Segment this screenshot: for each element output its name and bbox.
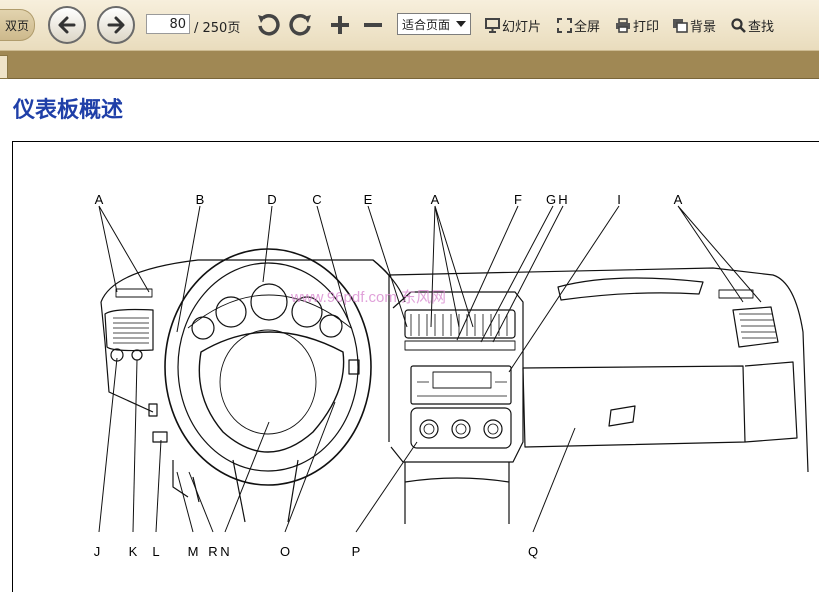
plus-icon — [331, 16, 349, 34]
print-button[interactable]: 打印 — [615, 16, 659, 35]
viewer-toolbar: 双页 / 250页 适合页面 幻灯片 全屏 打印 背景 查找 — [0, 0, 819, 51]
callout-l: L — [152, 544, 159, 559]
page-title: 仪表板概述 — [13, 98, 124, 123]
callout-b: B — [196, 192, 205, 207]
callout-r: R — [208, 544, 217, 559]
background-button[interactable]: 背景 — [672, 16, 716, 35]
forward-button[interactable] — [97, 6, 135, 44]
callout-d: D — [267, 192, 276, 207]
background-icon — [673, 19, 688, 33]
callout-c: C — [312, 192, 321, 207]
callout-q: Q — [528, 544, 538, 559]
callout-a-right: A — [674, 192, 683, 207]
zoom-out-button[interactable] — [362, 14, 384, 36]
zoom-select[interactable]: 适合页面 — [397, 13, 471, 35]
callout-n: N — [220, 544, 229, 559]
slideshow-label: 幻灯片 — [502, 20, 542, 35]
callout-j: J — [94, 544, 101, 559]
fullscreen-label: 全屏 — [574, 20, 601, 35]
double-page-button[interactable]: 双页 — [0, 9, 35, 41]
zoom-select-value: 适合页面 — [402, 17, 451, 32]
rotate-cw-icon — [289, 14, 311, 36]
callout-a-center: A — [431, 192, 440, 207]
fullscreen-icon — [557, 18, 572, 33]
rotate-left-button[interactable] — [256, 12, 280, 38]
callout-a-left: A — [95, 192, 104, 207]
arrow-right-icon — [107, 16, 125, 34]
zoom-in-button[interactable] — [329, 14, 351, 36]
callout-e: E — [364, 192, 373, 207]
background-label: 背景 — [690, 20, 717, 35]
dropdown-arrow-icon — [456, 21, 466, 27]
arrow-left-icon — [58, 16, 76, 34]
page-strip — [0, 51, 819, 79]
search-icon — [731, 18, 746, 33]
callout-o: O — [280, 544, 290, 559]
callout-p: P — [352, 544, 361, 559]
find-label: 查找 — [748, 20, 775, 35]
fullscreen-button[interactable]: 全屏 — [557, 16, 600, 35]
double-page-label: 双页 — [4, 18, 29, 33]
back-button[interactable] — [48, 6, 86, 44]
callout-m: M — [188, 544, 199, 559]
slideshow-icon — [485, 18, 500, 33]
watermark-text: www.96pdf.com 东风网 — [290, 289, 446, 306]
page-number-input[interactable] — [146, 14, 190, 34]
rotate-right-button[interactable] — [289, 12, 313, 38]
page-total: / 250页 — [194, 21, 241, 36]
callout-i: I — [617, 192, 621, 207]
find-button[interactable]: 查找 — [731, 16, 774, 35]
sidebar-tab[interactable] — [0, 55, 8, 79]
callout-g: G — [546, 192, 556, 207]
callout-h: H — [558, 192, 567, 207]
dashboard-illustration: www.96pdf.com 东风网 A B D C E A F G H I A — [94, 192, 809, 559]
callout-k: K — [129, 544, 138, 559]
callout-f: F — [514, 192, 522, 207]
rotate-ccw-icon — [258, 14, 280, 36]
print-label: 打印 — [633, 20, 660, 35]
slideshow-button[interactable]: 幻灯片 — [485, 16, 541, 35]
printer-icon — [616, 18, 630, 33]
minus-icon — [364, 23, 382, 27]
dashboard-figure: www.96pdf.com 东风网 A B D C E A F G H I A — [12, 141, 819, 592]
